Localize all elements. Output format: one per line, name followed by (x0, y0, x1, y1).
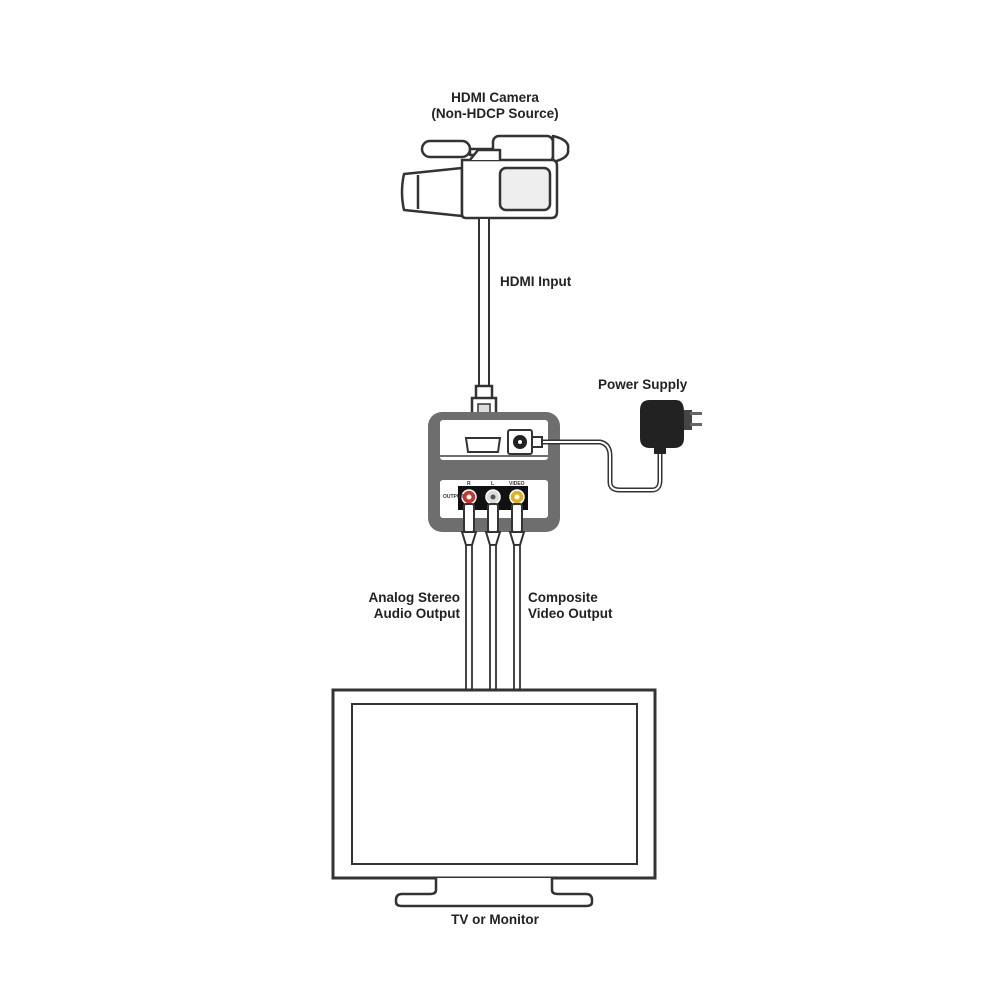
video-output-label-line2: Video Output (528, 606, 613, 621)
power-supply-label: Power Supply (598, 377, 688, 392)
audio-output-label-line1: Analog Stereo (368, 590, 460, 605)
port-video-label: VIDEO (509, 481, 525, 487)
camera-subtitle: (Non-HDCP Source) (431, 106, 559, 121)
power-cable (531, 436, 663, 493)
rca-cables (460, 503, 526, 691)
tv-monitor-icon (331, 688, 657, 908)
output-panel-label: OUTPUT (443, 494, 464, 500)
port-l-label: L (491, 481, 495, 487)
port-r-label: R (467, 481, 471, 487)
power-adapter-icon (640, 400, 702, 454)
hdmi-input-label: HDMI Input (500, 274, 572, 289)
hdmi-camera-icon (400, 134, 570, 220)
video-output-label-line1: Composite (528, 590, 598, 605)
audio-output-label-line2: Audio Output (373, 606, 460, 621)
camera-title: HDMI Camera (451, 90, 539, 105)
tv-monitor-label: TV or Monitor (451, 912, 539, 927)
